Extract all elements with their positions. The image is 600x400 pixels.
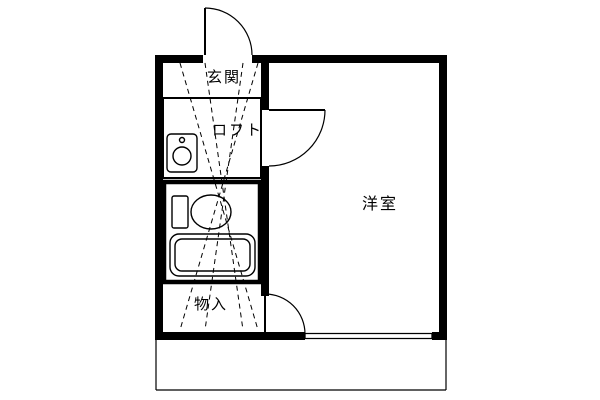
bath-unit [161, 179, 263, 285]
washroom-unit [162, 97, 262, 179]
western-room-label: 洋室 [362, 194, 399, 213]
storage-door [264, 293, 306, 335]
wall-left [155, 55, 163, 340]
balcony [155, 340, 447, 391]
bathtub [169, 233, 256, 277]
wall-right [439, 55, 447, 340]
outer-walls [155, 55, 447, 340]
entrance-door [204, 7, 253, 56]
interior-wall-upper [261, 55, 269, 110]
interior-wall-lower [261, 166, 269, 296]
wall-bottom-left [155, 332, 305, 340]
toilet [171, 194, 232, 230]
loft-label: ロフト [212, 121, 264, 139]
window [304, 332, 433, 340]
entrance-label: 玄関 [207, 68, 242, 86]
interior-wall [261, 55, 269, 296]
wall-top-right [252, 55, 447, 63]
wall-top-left [155, 55, 203, 63]
room-door [268, 109, 326, 167]
wall-bottom-right [432, 332, 447, 340]
washbasin [166, 133, 198, 173]
storage-label: 物入 [194, 295, 229, 313]
